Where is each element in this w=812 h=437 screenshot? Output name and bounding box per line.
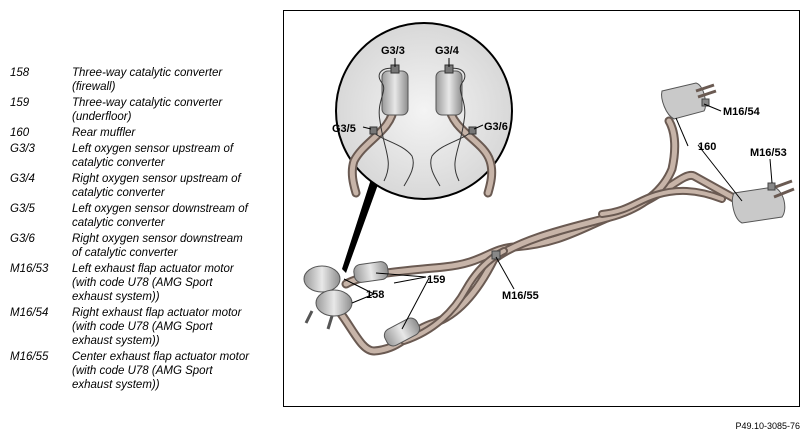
- legend-description: Right exhaust flap actuator motor (with …: [72, 307, 242, 347]
- oxygen-sensors: [369, 64, 477, 135]
- legend-row: G3/4 Right oxygen sensor upstream of cata…: [10, 172, 272, 200]
- legend-code: M16/53: [10, 263, 49, 275]
- label-g35: G3/5: [332, 123, 356, 135]
- legend-code: 158: [10, 67, 30, 79]
- label-m1653: M16/53: [750, 147, 787, 159]
- legend-code: 160: [10, 127, 30, 139]
- label-g33: G3/3: [381, 45, 405, 57]
- legend-row: G3/6 Right oxygen sensor downstream of ca…: [10, 232, 272, 260]
- underfloor-catalysts: [353, 261, 421, 347]
- legend-description: Right oxygen sensor upstream of catalyti…: [72, 173, 241, 199]
- legend-description: Left exhaust flap actuator motor (with c…: [72, 263, 234, 303]
- legend-row: G3/5 Left oxygen sensor downstream of cat…: [10, 202, 272, 230]
- exhaust-system-diagram: G3/3 G3/4 G3/5 G3/6 M16/54 160 M16/53 15…: [303, 22, 795, 356]
- legend-row: M16/54 Right exhaust flap actuator motor …: [10, 306, 272, 348]
- zoom-detail: [335, 22, 513, 200]
- firewall-catalysts: [303, 265, 353, 330]
- legend-code: G3/5: [10, 203, 35, 215]
- legend-description: Left oxygen sensor downstream of catalyt…: [72, 203, 248, 229]
- legend-description: Left oxygen sensor upstream of catalytic…: [72, 143, 234, 169]
- legend-row: G3/3 Left oxygen sensor upstream of catal…: [10, 142, 272, 170]
- legend-code: M16/54: [10, 307, 49, 319]
- reference-number: P49.10-3085-76: [735, 421, 800, 431]
- legend-code: G3/4: [10, 173, 35, 185]
- flap-actuators: [491, 98, 776, 260]
- legend-code: G3/6: [10, 233, 35, 245]
- rear-mufflers: [661, 82, 795, 224]
- label-158: 158: [366, 289, 384, 301]
- leader-lines: [343, 58, 773, 330]
- label-g36: G3/6: [484, 121, 508, 133]
- legend: 158 Three-way catalytic converter (firewa…: [10, 66, 272, 394]
- legend-description: Rear muffler: [72, 127, 136, 139]
- legend-code: M16/55: [10, 351, 49, 363]
- legend-row: 160 Rear muffler: [10, 126, 272, 140]
- diagram-frame: G3/3 G3/4 G3/5 G3/6 M16/54 160 M16/53 15…: [283, 10, 800, 407]
- legend-row: M16/55 Center exhaust flap actuator motor…: [10, 350, 272, 392]
- label-m1655: M16/55: [502, 290, 539, 302]
- legend-description: Three-way catalytic converter (underfloo…: [72, 97, 223, 123]
- label-m1654: M16/54: [723, 106, 761, 118]
- legend-row: M16/53 Left exhaust flap actuator motor (…: [10, 262, 272, 304]
- label-160: 160: [698, 141, 716, 153]
- legend-code: 159: [10, 97, 30, 109]
- zoom-pointer: [342, 176, 380, 273]
- legend-row: 159 Three-way catalytic converter (underf…: [10, 96, 272, 124]
- legend-code: G3/3: [10, 143, 35, 155]
- legend-description: Center exhaust flap actuator motor (with…: [72, 351, 250, 391]
- legend-row: 158 Three-way catalytic converter (firewa…: [10, 66, 272, 94]
- legend-description: Three-way catalytic converter (firewall): [72, 67, 223, 93]
- label-159: 159: [427, 274, 445, 286]
- label-g34: G3/4: [435, 45, 460, 57]
- legend-description: Right oxygen sensor downstream of cataly…: [72, 233, 243, 259]
